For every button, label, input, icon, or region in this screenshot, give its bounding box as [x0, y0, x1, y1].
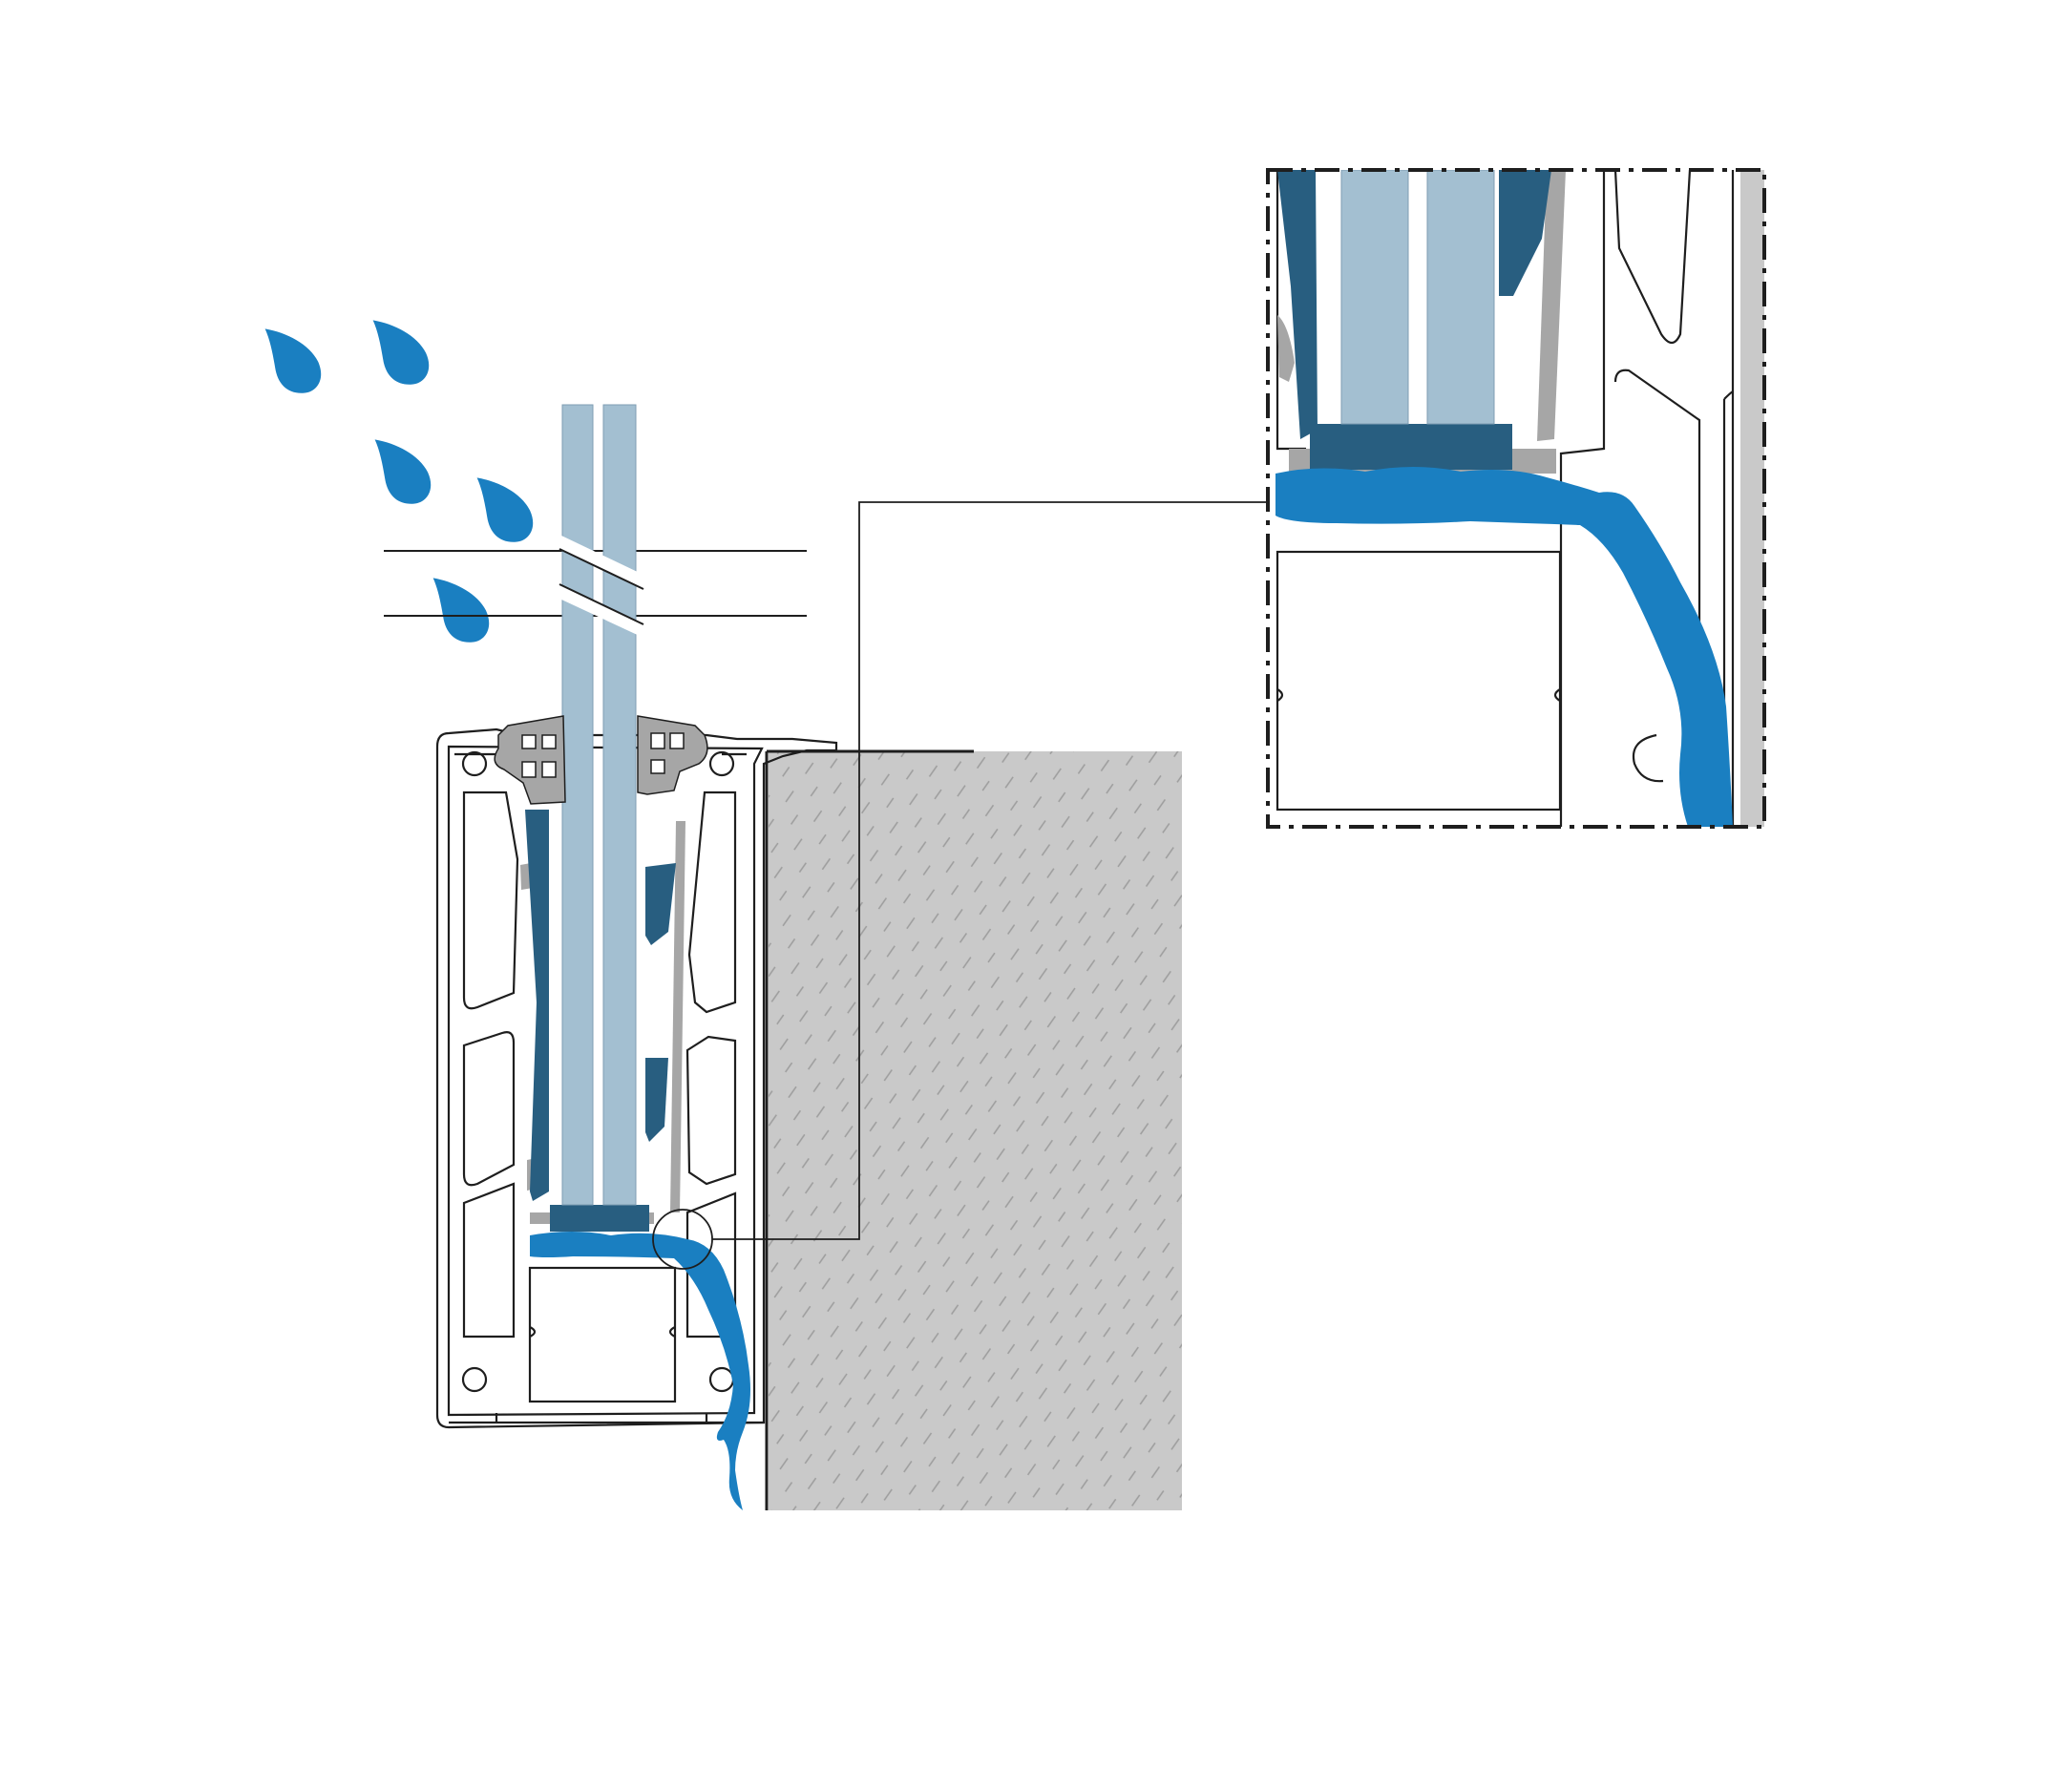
detail-callout-frame-icon — [1266, 168, 1766, 829]
raindrop-icon — [476, 477, 534, 542]
raindrop-icon — [264, 328, 322, 393]
main-section — [384, 404, 1270, 1510]
detail-callout — [1266, 168, 1766, 829]
glass-panes — [561, 404, 637, 1206]
raindrop-icon — [372, 320, 430, 385]
glass-pane-inner — [561, 404, 594, 1206]
raindrop-icon — [374, 439, 432, 504]
glass-pane-outer — [602, 404, 637, 1206]
detail-leader-line — [712, 501, 1270, 1240]
raindrops — [264, 320, 534, 643]
concrete-slab — [765, 749, 1182, 1510]
dark-gaskets — [525, 810, 676, 1232]
glass-break-gap — [559, 535, 644, 638]
top-rubber-gaskets — [494, 715, 708, 805]
raindrop-icon — [432, 578, 490, 643]
break-lines — [384, 550, 807, 617]
water-flow-main — [530, 1232, 750, 1510]
